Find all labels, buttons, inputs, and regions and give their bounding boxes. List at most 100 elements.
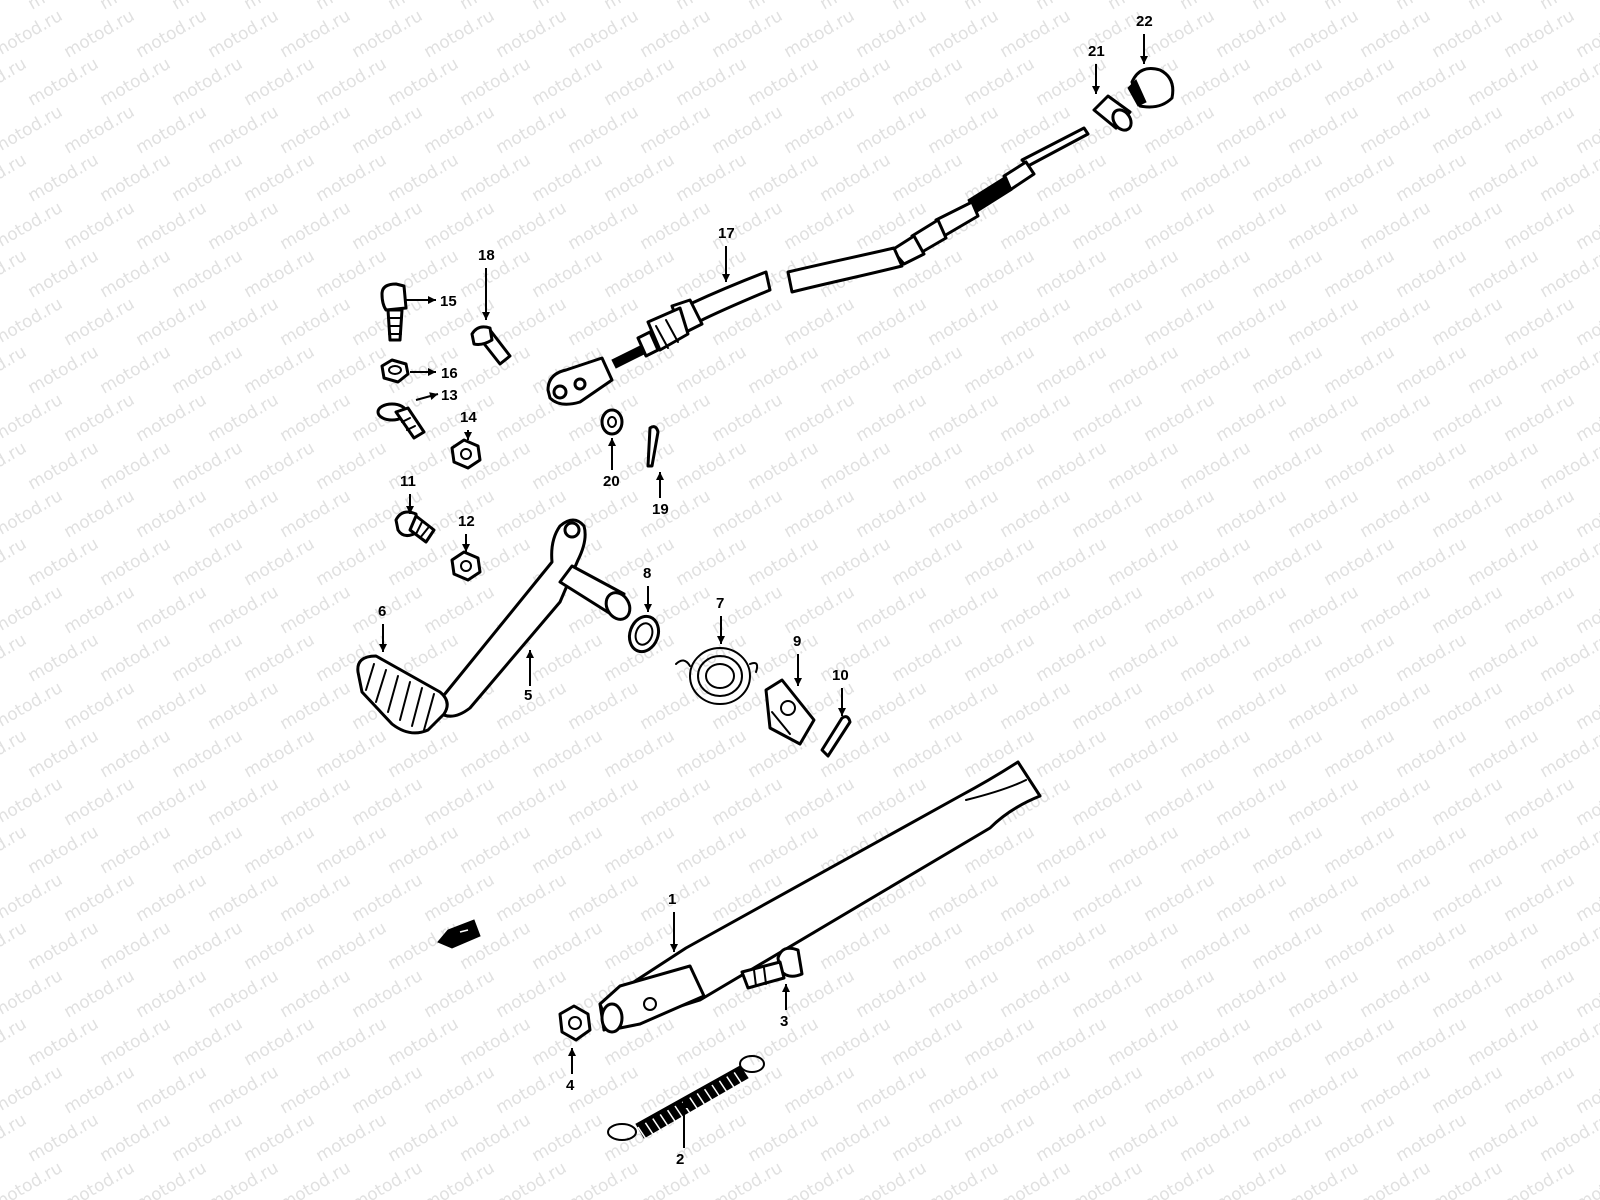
- watermark-text: motod.ru: [781, 1158, 859, 1200]
- watermark-text: motod.ru: [1537, 54, 1600, 110]
- watermark-text: motod.ru: [889, 438, 967, 494]
- watermark-text: motod.ru: [1285, 966, 1363, 1022]
- watermark-text: motod.ru: [853, 582, 931, 638]
- watermark-text: motod.ru: [997, 678, 1075, 734]
- watermark-text: motod.ru: [673, 342, 751, 398]
- watermark-text: motod.ru: [421, 6, 499, 62]
- part-22-cap: [1127, 67, 1175, 109]
- watermark-text: motod.ru: [1321, 1014, 1399, 1070]
- callout-number: 21: [1088, 43, 1105, 60]
- watermark-text: motod.ru: [493, 294, 571, 350]
- watermark-text: motod.ru: [313, 342, 391, 398]
- watermark-text: motod.ru: [385, 726, 463, 782]
- callout-5: 5: [524, 650, 534, 704]
- watermark-text: motod.ru: [25, 342, 103, 398]
- watermark-text: motod.ru: [1213, 486, 1291, 542]
- watermark-text: motod.ru: [1393, 342, 1471, 398]
- watermark-text: motod.ru: [1249, 246, 1327, 302]
- watermark-text: motod.ru: [1321, 342, 1399, 398]
- watermark-text: motod.ru: [1573, 966, 1600, 1022]
- watermark-text: motod.ru: [1321, 726, 1399, 782]
- watermark-text: motod.ru: [1357, 486, 1435, 542]
- watermark-text: motod.ru: [1069, 486, 1147, 542]
- watermark-text: motod.ru: [169, 534, 247, 590]
- watermark-text: motod.ru: [1069, 1158, 1147, 1200]
- watermark-text: motod.ru: [0, 390, 66, 446]
- callout-18: 18: [478, 247, 495, 320]
- watermark-text: motod.ru: [493, 966, 571, 1022]
- watermark-text: motod.ru: [1321, 150, 1399, 206]
- watermark-text: motod.ru: [1177, 630, 1255, 686]
- watermark-text: motod.ru: [169, 630, 247, 686]
- watermark-text: motod.ru: [0, 1014, 30, 1070]
- watermark-text: motod.ru: [1501, 294, 1579, 350]
- watermark-text: motod.ru: [133, 582, 211, 638]
- watermark-text: motod.ru: [169, 918, 247, 974]
- watermark-text: motod.ru: [1249, 918, 1327, 974]
- watermark-text: motod.ru: [169, 342, 247, 398]
- watermark-text: motod.ru: [1177, 150, 1255, 206]
- watermark-text: motod.ru: [241, 150, 319, 206]
- watermark-text: motod.ru: [457, 150, 535, 206]
- watermark-text: motod.ru: [1393, 918, 1471, 974]
- watermark-text: motod.ru: [1213, 390, 1291, 446]
- watermark-text: motod.ru: [0, 246, 30, 302]
- part-2-spring: [607, 1055, 765, 1146]
- watermark-text: motod.ru: [421, 1158, 499, 1200]
- callout-number: 3: [780, 1013, 788, 1030]
- watermark-text: motod.ru: [25, 246, 103, 302]
- watermark-text: motod.ru: [1429, 966, 1507, 1022]
- watermark-text: motod.ru: [1033, 54, 1111, 110]
- watermark-text: motod.ru: [1105, 822, 1183, 878]
- part-4-nut: [558, 1004, 592, 1042]
- watermark-text: motod.ru: [241, 438, 319, 494]
- watermark-text: motod.ru: [1105, 342, 1183, 398]
- watermark-text: motod.ru: [889, 630, 967, 686]
- watermark-text: motod.ru: [961, 1110, 1039, 1166]
- callout-number: 19: [652, 501, 669, 518]
- watermark-text: motod.ru: [601, 150, 679, 206]
- watermark-text: motod.ru: [745, 438, 823, 494]
- watermark-text: motod.ru: [25, 726, 103, 782]
- watermark-text: motod.ru: [1573, 582, 1600, 638]
- watermark-text: motod.ru: [889, 342, 967, 398]
- callout-number: 7: [716, 595, 724, 612]
- watermark-text: motod.ru: [1249, 1110, 1327, 1166]
- watermark-text: motod.ru: [277, 1158, 355, 1200]
- callout-8: 8: [643, 565, 652, 612]
- watermark-text: motod.ru: [853, 678, 931, 734]
- watermark-text: motod.ru: [1465, 1110, 1543, 1166]
- watermark-text: motod.ru: [1393, 822, 1471, 878]
- watermark-text: motod.ru: [1285, 870, 1363, 926]
- watermark-text: motod.ru: [385, 534, 463, 590]
- watermark-text: motod.ru: [205, 486, 283, 542]
- watermark-text: motod.ru: [1033, 534, 1111, 590]
- watermark-text: motod.ru: [781, 390, 859, 446]
- watermark-text: motod.ru: [169, 0, 247, 14]
- watermark-text: motod.ru: [889, 726, 967, 782]
- watermark-text: motod.ru: [1033, 1110, 1111, 1166]
- watermark-text: motod.ru: [313, 726, 391, 782]
- watermark-text: motod.ru: [817, 0, 895, 14]
- watermark-text: motod.ru: [1501, 774, 1579, 830]
- watermark-text: motod.ru: [709, 6, 787, 62]
- watermark-text: motod.ru: [997, 6, 1075, 62]
- watermark-text: motod.ru: [0, 966, 66, 1022]
- watermark-text: motod.ru: [277, 966, 355, 1022]
- watermark-text: motod.ru: [277, 1062, 355, 1118]
- callout-arrowhead: [379, 644, 387, 652]
- watermark-text: motod.ru: [1033, 822, 1111, 878]
- watermark-text: motod.ru: [421, 198, 499, 254]
- watermark-text: motod.ru: [1285, 678, 1363, 734]
- watermark-text: motod.ru: [349, 1062, 427, 1118]
- callout-arrowhead: [462, 544, 470, 552]
- watermark-text: motod.ru: [1141, 870, 1219, 926]
- watermark-text: motod.ru: [241, 54, 319, 110]
- watermark-text: motod.ru: [97, 342, 175, 398]
- watermark-text: motod.ru: [1285, 1158, 1363, 1200]
- watermark-text: motod.ru: [781, 102, 859, 158]
- callout-number: 12: [458, 513, 475, 530]
- watermark-text: motod.ru: [781, 486, 859, 542]
- watermark-text: motod.ru: [1429, 678, 1507, 734]
